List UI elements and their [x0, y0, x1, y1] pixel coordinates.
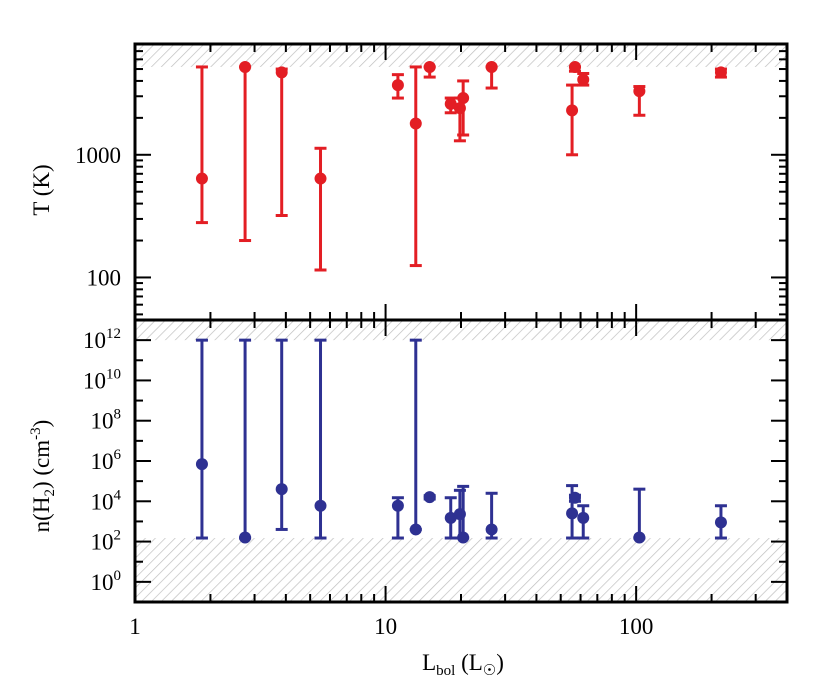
panel-frame [133, 42, 789, 322]
shaded-region [136, 320, 786, 341]
marker [485, 523, 498, 536]
marker [568, 491, 581, 504]
data-point [568, 491, 581, 504]
marker [409, 523, 422, 536]
y-tick-label: 1000 [75, 143, 121, 168]
marker [444, 511, 457, 524]
data-point [423, 60, 436, 79]
data-point [275, 338, 288, 531]
marker [195, 172, 208, 185]
marker [566, 104, 579, 117]
y-tick-label: 102 [91, 528, 122, 555]
data-point [391, 73, 404, 100]
marker [633, 531, 646, 544]
top-y-axis-label: T (K) [29, 164, 54, 215]
marker [314, 172, 327, 185]
x-tick-label: 1 [129, 614, 141, 639]
marker [485, 60, 498, 73]
data-point [391, 496, 404, 540]
marker [457, 92, 470, 105]
data-point [444, 496, 457, 540]
y-tick-label: 106 [91, 447, 122, 474]
data-point [485, 60, 498, 90]
data-point [239, 338, 252, 544]
marker [577, 73, 590, 86]
data-point [314, 146, 327, 272]
marker [714, 66, 727, 79]
marker [714, 516, 727, 529]
marker [444, 97, 457, 110]
data-point [457, 79, 470, 137]
y-tick-label: 100 [87, 265, 122, 290]
marker [633, 85, 646, 98]
top-panel: 100 1000 [75, 42, 789, 322]
y-tick-label: 1012 [83, 326, 121, 353]
y-tick-label: 1010 [83, 366, 121, 393]
marker [275, 483, 288, 496]
data-point [195, 338, 208, 540]
marker [275, 66, 288, 79]
bottom-panel: 100 102 104 106 108 1010 1012 1 10 100 [83, 318, 789, 639]
data-point [577, 71, 590, 87]
data-point [577, 504, 590, 540]
marker [409, 117, 422, 130]
marker [577, 511, 590, 524]
data-point [714, 66, 727, 79]
data-point [633, 85, 646, 117]
data-point [566, 83, 579, 157]
x-tick-label: 10 [374, 614, 397, 639]
marker [391, 79, 404, 92]
marker [239, 60, 252, 73]
y-tick-label: 100 [91, 568, 122, 595]
marker [566, 507, 579, 520]
x-axis-label: Lbol (L☉) [422, 650, 504, 679]
marker [568, 60, 581, 73]
data-point [457, 484, 470, 544]
data-point [633, 487, 646, 544]
shaded-region [136, 538, 786, 602]
y-tick-label: 104 [91, 487, 122, 514]
shaded-region [136, 44, 786, 67]
data-point [714, 504, 727, 540]
data-point [423, 491, 436, 504]
panel-frame [133, 318, 789, 604]
data-point [275, 66, 288, 217]
data-point [195, 65, 208, 225]
x-tick-label: 100 [619, 614, 654, 639]
marker [423, 491, 436, 504]
marker [457, 531, 470, 544]
marker [391, 499, 404, 512]
marker [314, 499, 327, 512]
marker [423, 60, 436, 73]
bottom-y-axis-label: n(H2) (cm-3) [28, 420, 58, 533]
data-point [314, 338, 327, 540]
data-point [409, 338, 422, 536]
marker [195, 458, 208, 471]
marker [239, 531, 252, 544]
data-point [409, 65, 422, 268]
data-point [568, 60, 581, 73]
data-point [485, 491, 498, 540]
y-tick-label: 108 [91, 407, 122, 434]
data-point [239, 60, 252, 243]
